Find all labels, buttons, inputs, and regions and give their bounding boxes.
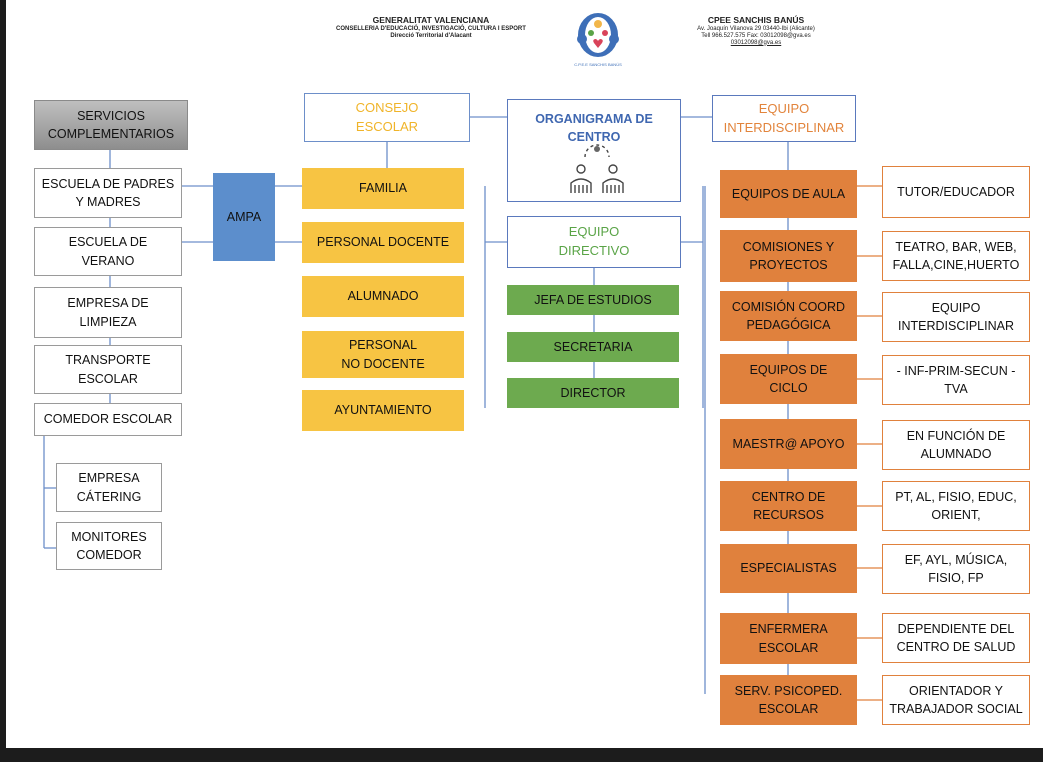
comedor-catering: EMPRESA CÁTERING — [56, 463, 162, 512]
organigrama-title: ORGANIGRAMA DE CENTRO — [507, 99, 681, 202]
enfermera-escolar: ENFERMERA ESCOLAR — [720, 613, 857, 664]
comision-coord-pedagogica-detail: EQUIPO INTERDISCIPLINAR — [882, 292, 1030, 342]
servicio-escuela-padres: ESCUELA DE PADRES Y MADRES — [34, 168, 182, 218]
equipo-directivo: EQUIPO DIRECTIVO — [507, 216, 681, 268]
org-chart-page: GENERALITAT VALENCIANA CONSELLERIA D'EDU… — [6, 0, 1043, 748]
equipo-interdisciplinar: EQUIPO INTERDISCIPLINAR — [712, 95, 856, 142]
header-left-title: GENERALITAT VALENCIANA — [372, 15, 490, 25]
comision-coord-pedagogica: COMISIÓN COORD PEDAGÓGICA — [720, 291, 857, 341]
consejo-personal-docente: PERSONAL DOCENTE — [302, 222, 464, 263]
serv-psicopedagogico: SERV. PSICOPED. ESCOLAR — [720, 675, 857, 725]
equipos-ciclo: EQUIPOS DE CICLO — [720, 354, 857, 404]
directivo-director: DIRECTOR — [507, 378, 679, 408]
header-right-line1: Av. Joaquín Vilanova 29 03440-Ibi (Alica… — [697, 25, 815, 32]
comisiones-proyectos: COMISIONES Y PROYECTOS — [720, 230, 857, 282]
servicio-comedor: COMEDOR ESCOLAR — [34, 403, 182, 436]
especialistas: ESPECIALISTAS — [720, 544, 857, 593]
maestro-apoyo: MAESTR@ APOYO — [720, 419, 857, 469]
servicio-escuela-verano: ESCUELA DE VERANO — [34, 227, 182, 276]
comisiones-proyectos-detail: TEATRO, BAR, WEB, FALLA,CINE,HUERTO — [882, 231, 1030, 281]
servicio-transporte: TRANSPORTE ESCOLAR — [34, 345, 182, 394]
maestro-apoyo-detail: EN FUNCIÓN DE ALUMNADO — [882, 420, 1030, 470]
consejo-escolar: CONSEJO ESCOLAR — [304, 93, 470, 142]
header-right: CPEE SANCHIS BANÚS Av. Joaquín Vilanova … — [656, 15, 856, 46]
people-group-icon — [570, 144, 624, 193]
comedor-monitores: MONITORES COMEDOR — [56, 522, 162, 570]
header-right-title: CPEE SANCHIS BANÚS — [707, 15, 805, 25]
header-left: GENERALITAT VALENCIANA CONSELLERIA D'EDU… — [306, 15, 556, 40]
enfermera-escolar-detail: DEPENDIENTE DEL CENTRO DE SALUD — [882, 613, 1030, 663]
consejo-ayuntamiento: AYUNTAMIENTO — [302, 390, 464, 431]
servicio-limpieza: EMPRESA DE LIMPIEZA — [34, 287, 182, 338]
directivo-jefa-estudios: JEFA DE ESTUDIOS — [507, 285, 679, 315]
header-right-email: 03012098@gva.es — [730, 39, 782, 46]
serv-psicopedagogico-detail: ORIENTADOR Y TRABAJADOR SOCIAL — [882, 675, 1030, 725]
consejo-familia: FAMILIA — [302, 168, 464, 209]
header-left-line1: CONSELLERIA D'EDUCACIÓ, INVESTIGACIÓ, CU… — [336, 25, 526, 32]
directivo-secretaria: SECRETARIA — [507, 332, 679, 362]
equipo-aula: EQUIPOS DE AULA — [720, 170, 857, 218]
connector-lines — [43, 116, 882, 701]
logo-caption: C.P.E.E SANCHIS BANÚS — [574, 62, 622, 67]
centro-recursos-detail: PT, AL, FISIO, EDUC, ORIENT, — [882, 481, 1030, 531]
centro-recursos: CENTRO DE RECURSOS — [720, 481, 857, 531]
equipo-aula-detail: TUTOR/EDUCADOR — [882, 166, 1030, 218]
especialistas-detail: EF, AYL, MÚSICA, FISIO, FP — [882, 544, 1030, 594]
servicios-head: SERVICIOS COMPLEMENTARIOS — [34, 100, 188, 150]
header-left-line2: Direcció Territorial d'Alacant — [390, 32, 472, 39]
equipos-ciclo-detail: - INF-PRIM-SECUN - TVA — [882, 355, 1030, 405]
header-right-line2: Tell 966.527.575 Fax: 03012098@gva.es — [701, 32, 811, 39]
consejo-alumnado: ALUMNADO — [302, 276, 464, 317]
ampa-box: AMPA — [213, 173, 275, 261]
consejo-personal-no-docente: PERSONAL NO DOCENTE — [302, 331, 464, 378]
school-logo: C.P.E.E SANCHIS BANÚS — [574, 13, 622, 67]
